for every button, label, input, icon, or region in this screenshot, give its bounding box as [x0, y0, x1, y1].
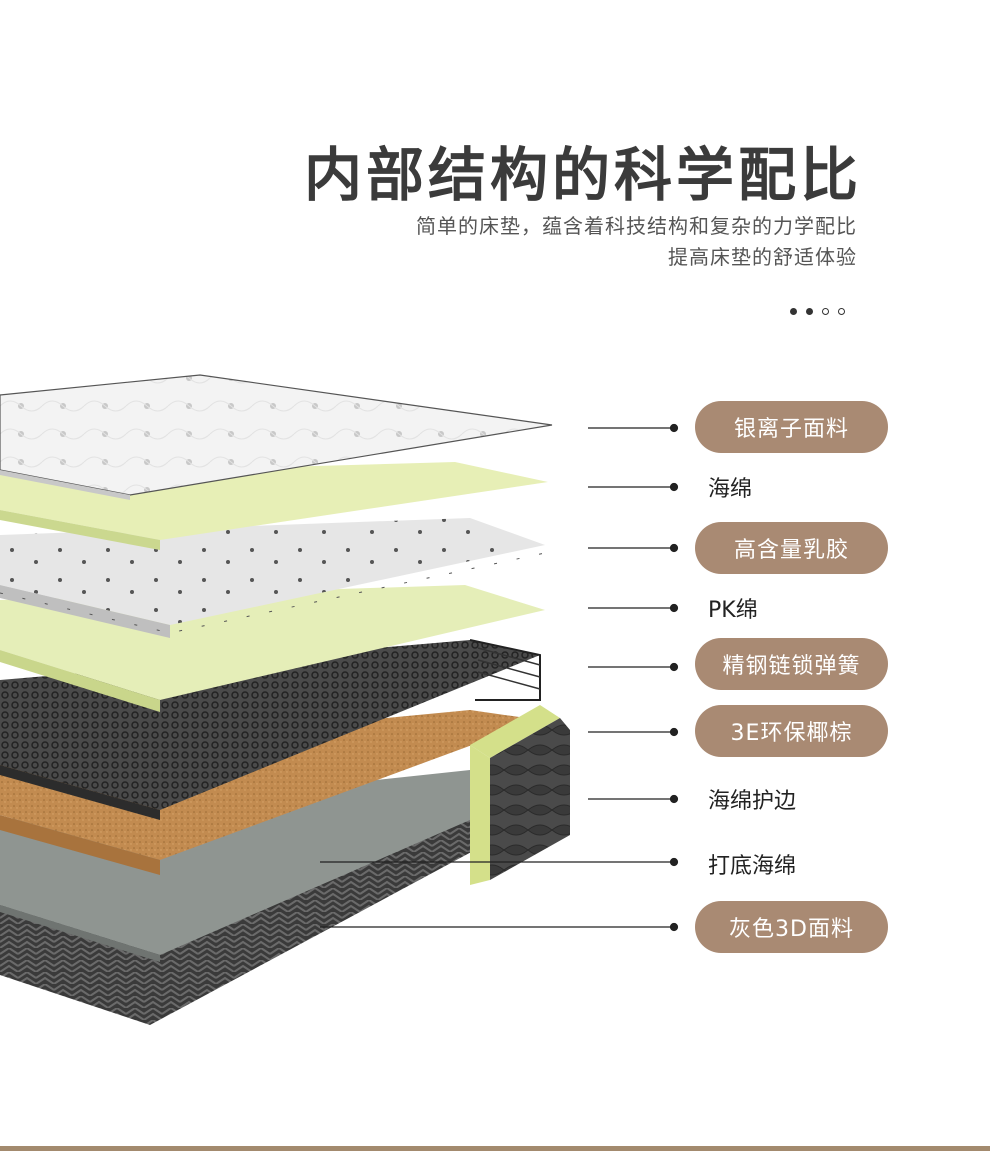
layer-label-sponge: 海绵	[708, 477, 753, 502]
layer-label-edge-foam: 海绵护边	[708, 789, 797, 814]
layer-label-pk-foam: PK绵	[708, 598, 758, 623]
layer-label-latex: 高含量乳胶	[695, 522, 888, 574]
subtitle-line-2: 提高床垫的舒适体验	[668, 245, 857, 269]
page-title: 内部结构的科学配比	[303, 141, 862, 209]
pager-dot-1[interactable]	[790, 308, 797, 315]
layer-label-silver-ion-fabric: 银离子面料	[695, 401, 888, 453]
layer-label-spring: 精钢链锁弹簧	[695, 638, 888, 690]
layer-label-base-foam: 打底海绵	[708, 854, 797, 879]
bottom-divider	[0, 1146, 990, 1151]
pager-dot-3[interactable]	[822, 308, 829, 315]
leader-lines	[320, 423, 679, 932]
pager-dots	[790, 308, 845, 315]
layer-edge-foam	[470, 705, 570, 885]
subtitle-line-1: 简单的床垫，蕴含着科技结构和复杂的力学配比	[416, 214, 857, 238]
layer-label-coconut-fiber: 3E环保椰棕	[695, 705, 888, 757]
pager-dot-2[interactable]	[806, 308, 813, 315]
layer-label-gray-3d-fabric: 灰色3D面料	[695, 901, 888, 953]
layer-silver-ion-fabric	[0, 374, 553, 500]
pager-dot-4[interactable]	[838, 308, 845, 315]
